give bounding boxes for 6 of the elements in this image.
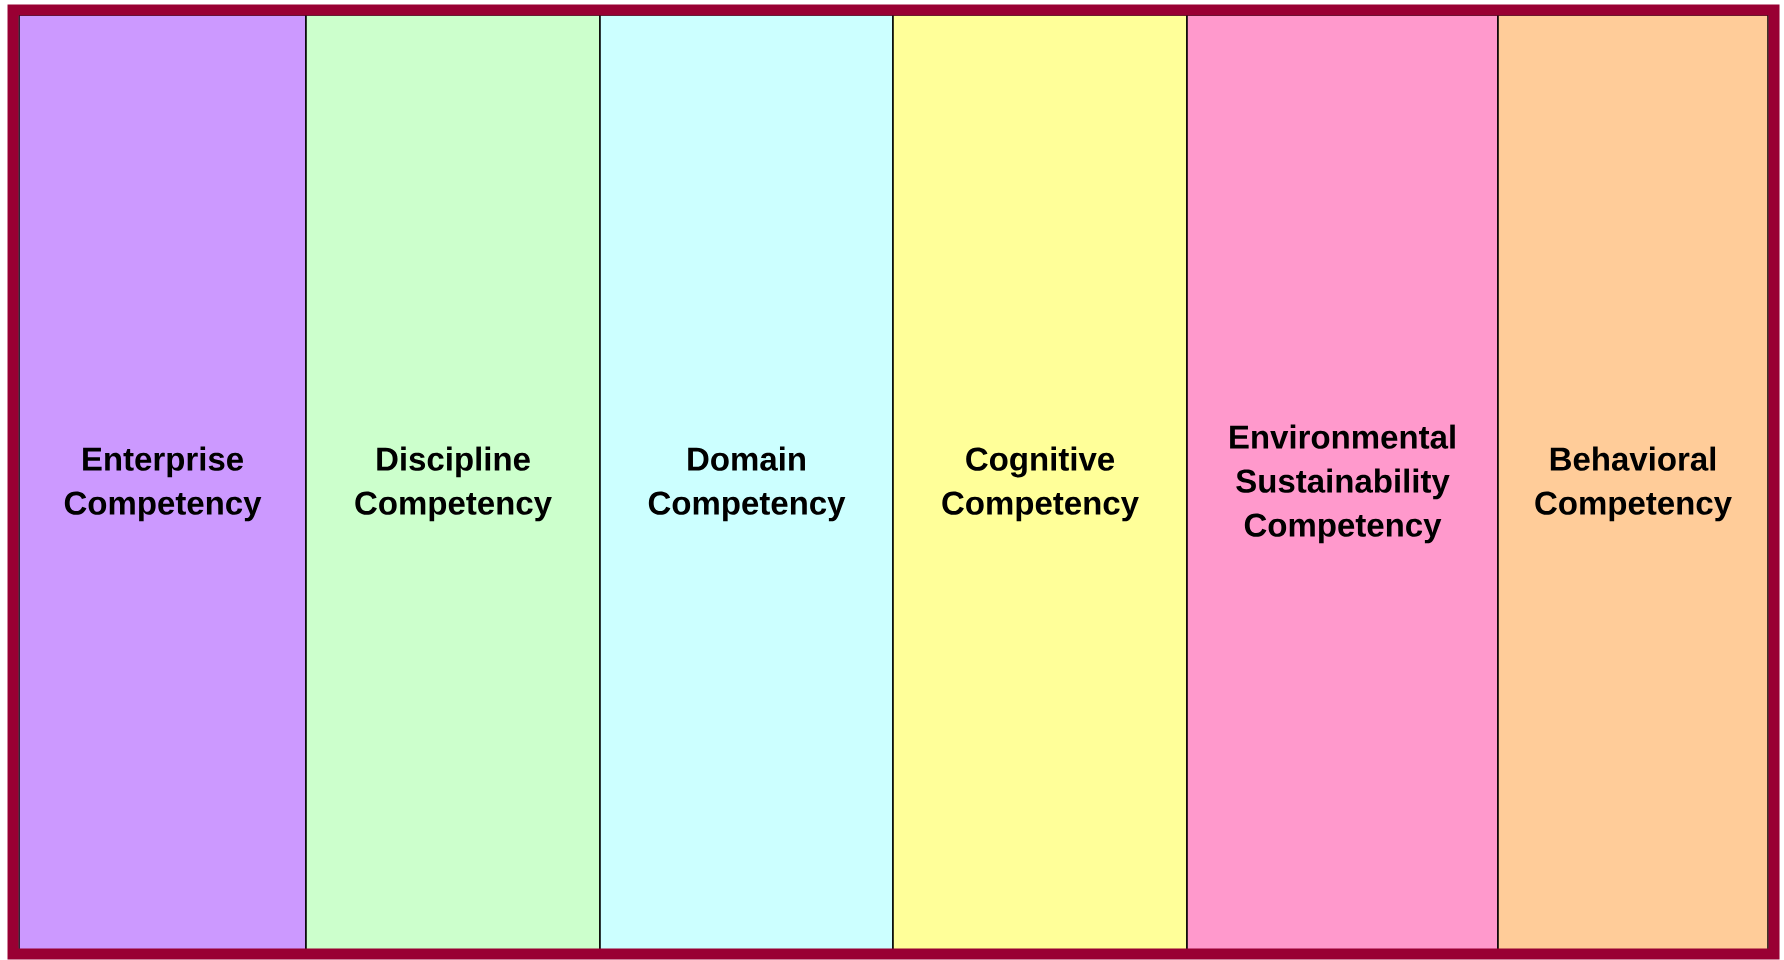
competency-column: Environmental Sustainability Competency [1186, 14, 1499, 954]
competency-column: Cognitive Competency [892, 14, 1188, 954]
competency-column: Behavioral Competency [1497, 14, 1769, 954]
competency-column: Discipline Competency [305, 14, 601, 954]
competency-column: Domain Competency [599, 14, 894, 954]
competency-column: Enterprise Competency [18, 14, 307, 954]
